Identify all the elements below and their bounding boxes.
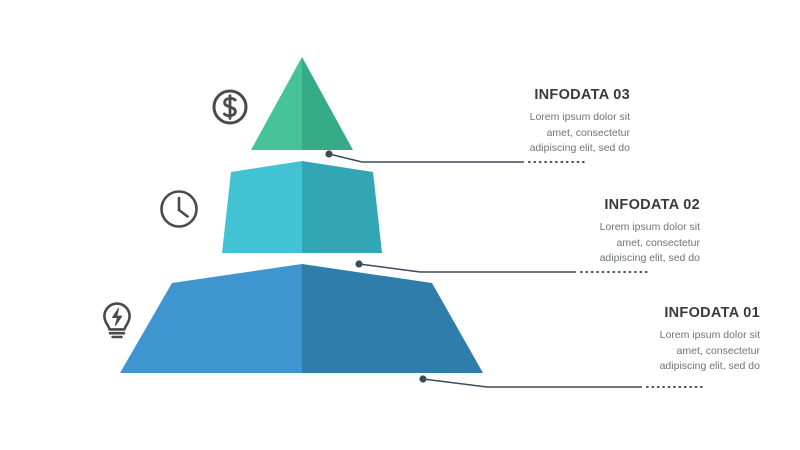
pyramid-tier-bottom-left-face[interactable]: [120, 264, 302, 373]
dollar-coin-icon[interactable]: [212, 89, 248, 125]
pyramid-tier-top[interactable]: [251, 57, 353, 150]
info-title-2: INFODATA 02: [604, 197, 700, 213]
info-desc-3: Lorem ipsum dolor sit amet, consectetur …: [400, 110, 630, 157]
pyramid-tier-bottom-right-face[interactable]: [302, 264, 483, 373]
info-block-3: INFODATA 03 Lorem ipsum dolor sit amet, …: [400, 87, 630, 157]
pyramid-tier-top-right-face[interactable]: [302, 57, 353, 150]
connector-line-1: [419, 375, 707, 388]
connector-path-2: [358, 263, 576, 273]
info-title-1: INFODATA 01: [664, 305, 760, 321]
info-desc-3-line1: Lorem ipsum dolor sit: [529, 110, 630, 123]
info-desc-2-line3: adipiscing elit, sed do: [599, 252, 700, 265]
connector-path-3: [328, 153, 524, 163]
info-desc-1-line2: amet, consectetur: [676, 344, 760, 357]
pyramid-tier-middle[interactable]: [222, 161, 382, 253]
clock-icon[interactable]: [160, 190, 198, 228]
connector-line-3: [325, 150, 585, 163]
info-desc-2-line2: amet, consectetur: [616, 236, 700, 249]
connector-line-2: [355, 260, 652, 273]
lightbulb-bolt-icon[interactable]: [103, 302, 131, 339]
pyramid-tier-bottom[interactable]: [120, 264, 483, 373]
info-desc-2-line1: Lorem ipsum dolor sit: [599, 220, 700, 233]
info-desc-1-line3: adipiscing elit, sed do: [659, 360, 760, 373]
pyramid-tier-top-left-face-main[interactable]: [251, 57, 302, 150]
pyramid-tier-middle-right-face[interactable]: [302, 161, 382, 253]
info-desc-1-line1: Lorem ipsum dolor sit: [659, 328, 760, 341]
info-desc-1: Lorem ipsum dolor sit amet, consectetur …: [530, 328, 760, 375]
info-block-2: INFODATA 02 Lorem ipsum dolor sit amet, …: [470, 197, 700, 267]
info-desc-2: Lorem ipsum dolor sit amet, consectetur …: [470, 220, 700, 267]
info-block-1: INFODATA 01 Lorem ipsum dolor sit amet, …: [530, 305, 760, 375]
info-desc-3-line2: amet, consectetur: [546, 126, 630, 139]
connector-path-1: [422, 378, 642, 388]
info-desc-3-line3: adipiscing elit, sed do: [529, 142, 630, 155]
info-title-3: INFODATA 03: [534, 87, 630, 103]
pyramid-tier-middle-left-face[interactable]: [222, 161, 302, 253]
